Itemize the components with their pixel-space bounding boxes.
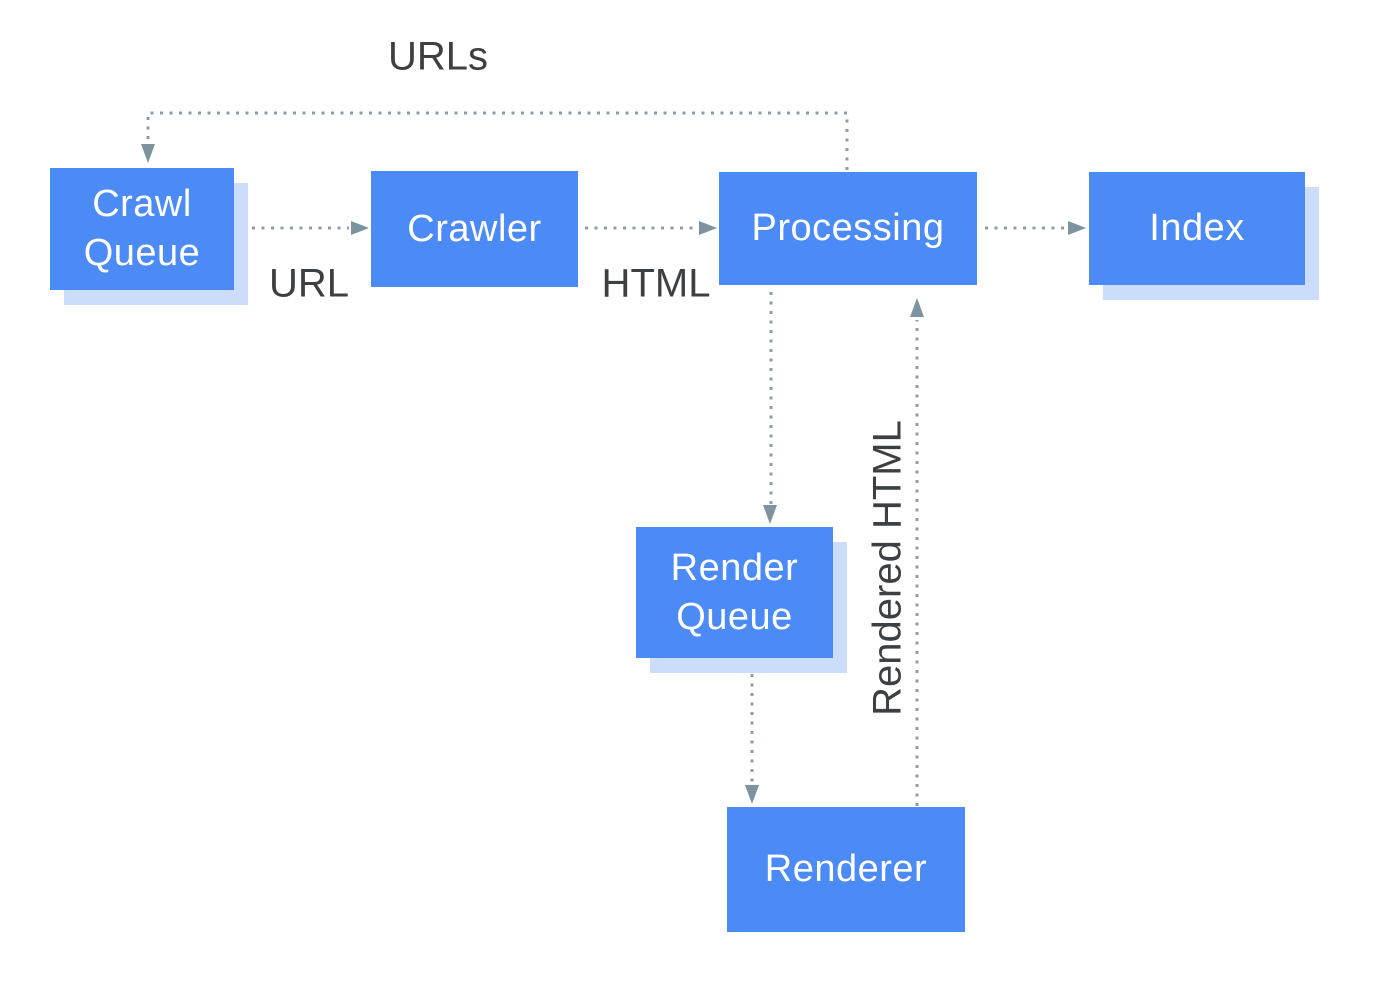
arrowhead-into-processing-bottom	[910, 298, 924, 317]
node-index-label: Index	[1149, 207, 1245, 250]
node-renderer: Renderer	[727, 807, 965, 932]
node-render-queue: Render Queue	[636, 527, 833, 658]
node-processing: Processing	[719, 172, 977, 285]
edge-label-url: URL	[268, 261, 350, 306]
arrowhead-into-render-queue	[763, 505, 777, 524]
node-renderer-label: Renderer	[764, 848, 928, 891]
node-crawler: Crawler	[371, 171, 578, 287]
arrowhead-into-crawl-queue	[141, 144, 155, 163]
node-processing-label: Processing	[751, 207, 945, 250]
node-crawl-queue-label: Crawl Queue	[83, 183, 201, 274]
arrowhead-into-index	[1068, 221, 1086, 235]
node-index: Index	[1089, 172, 1305, 285]
edge-label-rendered-html: Rendered HTML	[865, 420, 910, 716]
edge-processing-to-crawl-queue-line	[146, 111, 849, 170]
arrowhead-into-renderer	[745, 785, 759, 804]
node-render-queue-label: Render Queue	[670, 546, 799, 638]
node-crawl-queue: Crawl Queue	[50, 168, 234, 290]
node-crawler-label: Crawler	[407, 207, 542, 250]
edge-label-urls: URLs	[387, 34, 489, 79]
arrowhead-into-processing-left	[699, 221, 717, 235]
arrowhead-into-crawler	[351, 221, 369, 235]
edge-label-html: HTML	[601, 261, 711, 306]
